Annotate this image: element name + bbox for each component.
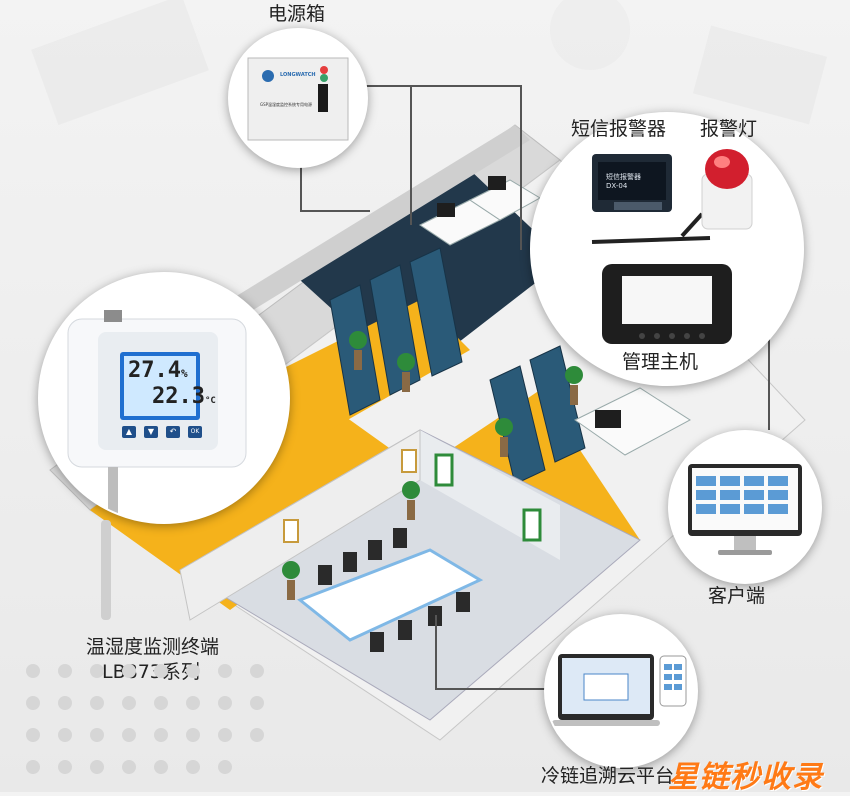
client-circle [668, 430, 822, 584]
connector-line [300, 210, 370, 212]
watermark: 星链秒收录 [668, 760, 823, 795]
sensor-ok-button[interactable]: OK [190, 428, 200, 435]
alarm-host-icons [591, 149, 753, 344]
humidity-unit: % [180, 367, 188, 380]
power-box-brand: LONGWATCH [280, 72, 316, 78]
sms-device-title: 短信报警器 [606, 173, 641, 181]
sensor-circle: 27.4% 22.3°C ▲ ▼ ↶ OK [38, 272, 290, 524]
power-box-label: 电源箱 [268, 3, 326, 25]
sensor-device [67, 310, 247, 522]
sensor-up-button[interactable]: ▲ [125, 427, 133, 436]
cloud-platform-circle [544, 614, 698, 768]
sensor-label-line1: 温湿度监测终端 [86, 636, 220, 658]
temperature-unit: °C [204, 396, 216, 406]
sensor-temperature: 22.3°C [152, 384, 216, 409]
connector-line [336, 85, 412, 87]
sensor-back-button[interactable]: ↶ [169, 427, 177, 436]
connector-line [410, 85, 412, 225]
power-box-circle: LONGWATCH GSP温湿度监控系统专用电源 [228, 28, 368, 168]
alarm-host-circle: 短信报警器 DX-04 [530, 112, 804, 386]
temperature-value: 22.3 [152, 384, 205, 409]
alarm-light-label: 报警灯 [700, 118, 758, 140]
sensor-down-button[interactable]: ▼ [147, 427, 155, 436]
connector-line [410, 85, 520, 87]
power-box-caption: GSP温湿度监控系统专用电源 [260, 102, 313, 107]
sms-device-model: DX-04 [606, 182, 628, 190]
sensor-humidity: 27.4% [128, 358, 188, 383]
sms-alarm-label: 短信报警器 [571, 118, 667, 140]
host-label: 管理主机 [622, 351, 699, 373]
power-box-icon [247, 57, 349, 141]
cloud-label: 冷链追溯云平台 [541, 765, 675, 787]
connector-line [300, 160, 302, 212]
cloud-platform-icon [552, 654, 687, 726]
sensor-probe [101, 520, 111, 620]
connector-line [435, 688, 555, 690]
connector-line [520, 85, 522, 250]
connector-line [435, 615, 437, 690]
connector-line [768, 320, 770, 430]
humidity-value: 27.4 [128, 358, 181, 383]
monitor-icon [688, 464, 802, 555]
background-decor [31, 0, 828, 125]
client-label: 客户端 [708, 585, 766, 607]
